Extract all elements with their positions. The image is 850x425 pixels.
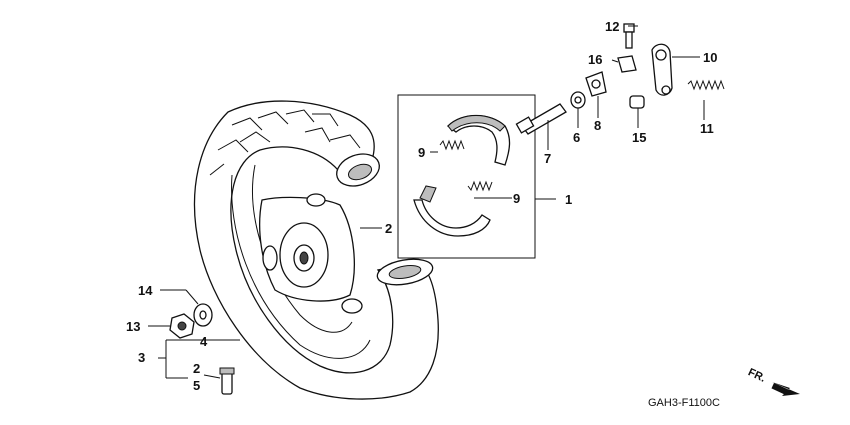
- callout-2-valve: 2: [193, 361, 200, 376]
- callout-1: 1: [565, 192, 572, 207]
- nut-icon: [617, 55, 637, 73]
- bolt-icon: [623, 23, 635, 49]
- washer-icon: [570, 91, 586, 109]
- callout-10: 10: [703, 50, 717, 65]
- callout-9-upper: 9: [418, 145, 425, 160]
- tire-icon: [193, 100, 439, 400]
- spring-icon: [687, 79, 725, 91]
- wheel-rim-icon: [231, 164, 371, 359]
- spring-icon: [439, 139, 493, 192]
- arrow-icon: [771, 382, 800, 396]
- nut-icon: [169, 313, 195, 339]
- callout-8: 8: [594, 118, 601, 133]
- leader-lines: [148, 25, 705, 379]
- direction-label: FR.: [746, 366, 767, 384]
- drawing-code: GAH3-F1100C: [648, 397, 720, 409]
- bolt-icon: [629, 95, 645, 109]
- callout-9-lower: 9: [513, 191, 520, 206]
- callout-14: 14: [138, 283, 153, 298]
- callout-11: 11: [700, 121, 714, 136]
- brake-shoe-group-frame: [397, 94, 536, 259]
- callout-13: 13: [126, 319, 140, 334]
- brake-shoe-icon: [413, 114, 511, 237]
- callout-6: 6: [573, 130, 580, 145]
- callout-2-rim: 2: [385, 221, 392, 236]
- callout-15: 15: [632, 130, 646, 145]
- washer-icon: [193, 303, 213, 327]
- callout-16: 16: [588, 52, 602, 67]
- cam-shaft-icon: [515, 103, 567, 135]
- washer-icon: [585, 71, 607, 97]
- callout-7: 7: [544, 151, 551, 166]
- callout-3: 3: [138, 350, 145, 365]
- callout-12: 12: [605, 19, 619, 34]
- callout-5: 5: [193, 378, 200, 393]
- brake-arm-icon: [651, 43, 673, 96]
- valve-stem-icon: [219, 367, 235, 395]
- callout-4: 4: [200, 334, 208, 349]
